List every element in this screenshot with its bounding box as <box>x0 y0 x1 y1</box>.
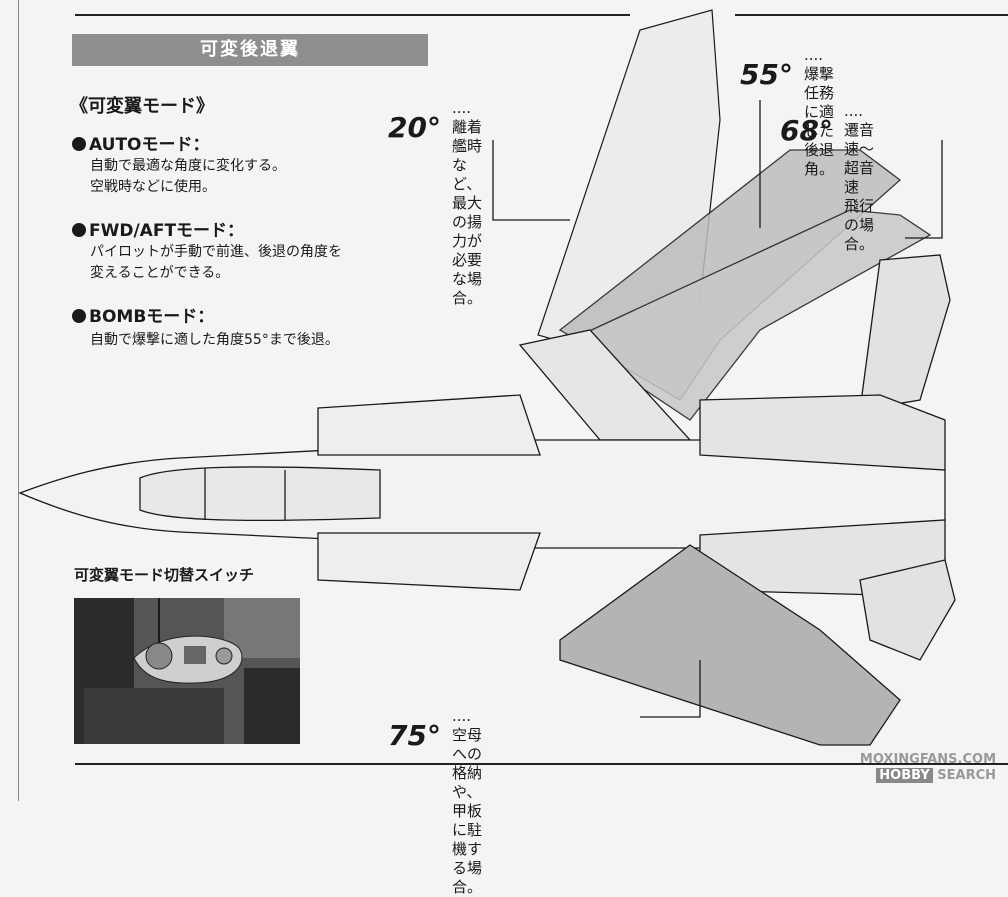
top-rule-right <box>735 14 1008 16</box>
wing-75deg <box>559 544 901 746</box>
mode-title-fwd-aft: FWD/AFTモード： <box>72 216 244 241</box>
angle-68-label: 68° <box>780 114 833 147</box>
mode-desc-bomb: 自動で爆撃に適した角度55°まで後退。 <box>90 332 339 348</box>
intake-upper <box>317 394 541 456</box>
angle-75-label: 75° <box>388 719 441 752</box>
annotation-55deg: 55° ....爆撃任務に適した 後退角。 <box>740 42 834 178</box>
angle-68-text: ....遷音速〜超音速 飛行の場合。 <box>844 102 875 253</box>
mode-desc-auto: 自動で最適な角度に変化する。 空戦時などに使用。 <box>90 158 286 195</box>
watermark: MOXINGFANS.COM HOBBY SEARCH <box>859 752 996 783</box>
left-margin-rule <box>18 0 19 801</box>
mode-desc-fwd-aft: パイロットが手動で前進、後退の角度を 変えることができる。 <box>90 244 342 281</box>
leader-20 <box>492 140 570 221</box>
angle-75-text: ....空母への格納や、甲板 に駐機する場合。 <box>452 707 483 896</box>
nacelle-upper <box>699 394 946 471</box>
bullet-icon <box>72 137 86 151</box>
annotation-20deg: 20° ....離着艦時など、 最大の揚力が 必要な場合。 <box>388 95 482 307</box>
angle-20-label: 20° <box>388 111 441 144</box>
leader-68 <box>905 140 943 239</box>
leader-75 <box>640 660 701 718</box>
section-banner: 可変後退翼 <box>72 34 428 66</box>
aircraft-diagram <box>18 9 956 746</box>
annotation-68deg: 68° ....遷音速〜超音速 飛行の場合。 <box>780 98 874 253</box>
wing-68deg <box>568 209 932 421</box>
switch-photo <box>74 598 300 744</box>
mode-title-auto: AUTOモード： <box>72 130 210 155</box>
angle-55-label: 55° <box>740 58 793 91</box>
tail-fin-upper <box>859 254 951 411</box>
angle-20-text: ....離着艦時など、 最大の揚力が 必要な場合。 <box>452 99 483 307</box>
annotation-75deg: 75° ....空母への格納や、甲板 に駐機する場合。 <box>388 703 482 896</box>
bottom-rule <box>75 763 1008 765</box>
photo-caption: 可変翼モード切替スイッチ <box>74 566 255 584</box>
bullet-icon <box>72 223 86 237</box>
bullet-icon <box>72 309 86 323</box>
section-heading: 《可変翼モード》 <box>70 96 214 117</box>
canopy <box>139 466 381 522</box>
top-rule-left <box>75 14 630 16</box>
tail-fin-lower <box>859 559 956 661</box>
mode-title-bomb: BOMBモード： <box>72 302 214 327</box>
angle-55-text: ....爆撃任務に適した 後退角。 <box>804 46 835 178</box>
intake-lower <box>317 532 541 591</box>
